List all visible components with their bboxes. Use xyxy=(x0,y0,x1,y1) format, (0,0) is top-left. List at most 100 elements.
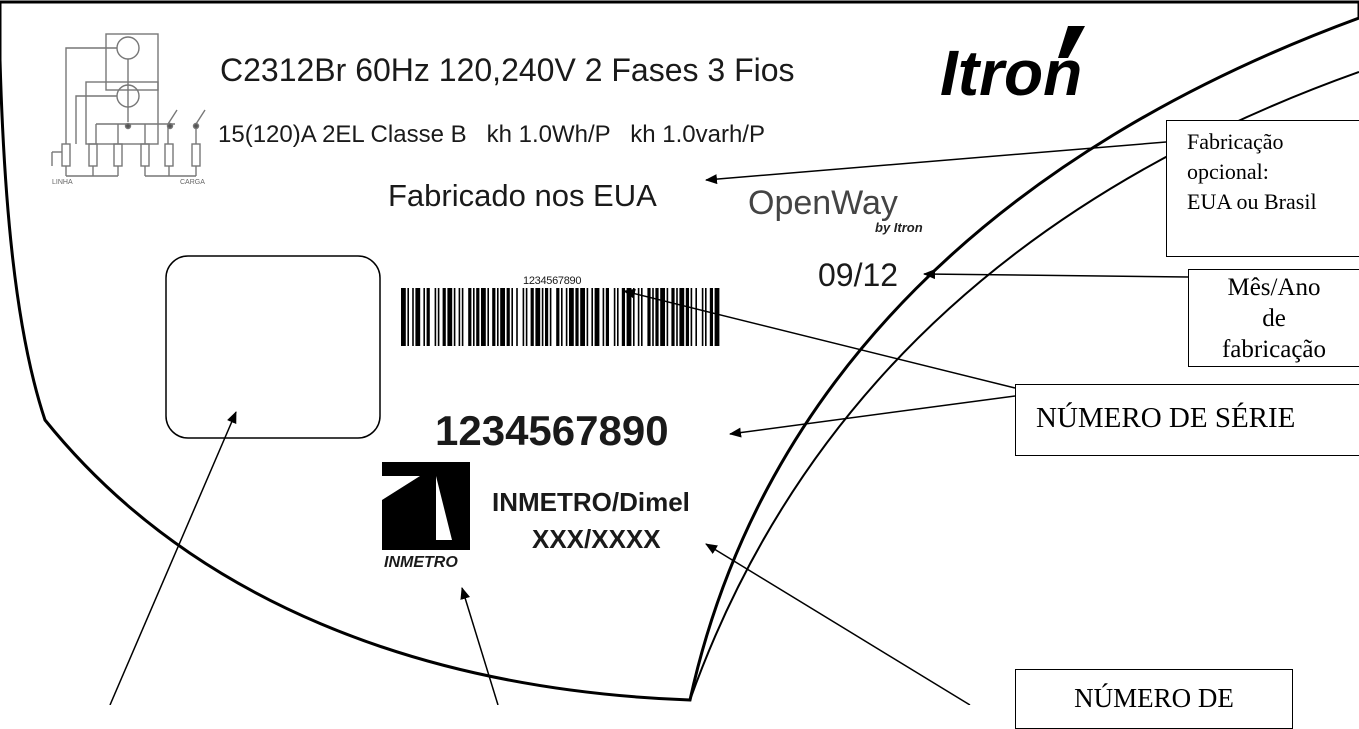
barcode-bar xyxy=(412,288,414,346)
barcode-bar xyxy=(506,288,510,346)
barcode-bar xyxy=(679,288,685,346)
barcode-bar xyxy=(500,288,505,346)
barcode-bar xyxy=(695,288,697,346)
blank-field-box xyxy=(165,255,381,439)
barcode-bar xyxy=(685,288,689,346)
barcode-bar xyxy=(516,288,518,346)
arrow-mes-ano xyxy=(923,269,1189,280)
barcode-bar xyxy=(705,288,707,346)
barcode-bar xyxy=(525,288,528,346)
barcode-bar xyxy=(676,288,678,346)
made-in-text: Fabricado nos EUA xyxy=(388,178,657,213)
label-outline xyxy=(0,0,1359,702)
barcode-bar xyxy=(617,288,619,346)
barcode xyxy=(401,288,720,346)
barcode-bar xyxy=(530,288,534,346)
barcode-bar xyxy=(591,288,593,346)
barcode-bar xyxy=(476,288,480,346)
barcode-bar xyxy=(407,288,409,346)
barcode-bar xyxy=(575,288,579,346)
barcode-bar xyxy=(714,288,720,346)
barcode-bar xyxy=(633,288,635,346)
barcode-bar xyxy=(423,288,425,346)
callout-fabricacao-line1: Fabricação xyxy=(1187,129,1284,154)
barcode-bar xyxy=(671,288,675,346)
barcode-bar xyxy=(701,288,704,346)
barcode-bar xyxy=(468,288,472,346)
barcode-bar xyxy=(605,288,609,346)
barcode-bar xyxy=(461,288,464,346)
barcode-bar xyxy=(613,288,616,346)
callout-numero-serie-text: NÚMERO DE SÉRIE xyxy=(1036,402,1296,434)
openway-by-itron: by Itron xyxy=(875,220,923,235)
barcode-bar xyxy=(549,288,552,346)
callout-fabricacao-line2: opcional: xyxy=(1187,159,1269,184)
barcode-bar xyxy=(401,288,406,346)
spec-line-1: C2312Br 60Hz 120,240V 2 Fases 3 Fios xyxy=(220,52,795,88)
barcode-bar xyxy=(492,288,496,346)
inmetro-logo-icon xyxy=(382,462,470,550)
barcode-bar xyxy=(497,288,499,346)
barcode-bar xyxy=(641,288,643,346)
openway-logo-text: OpenWay xyxy=(748,184,898,222)
barcode-bar xyxy=(511,288,513,346)
barcode-bar xyxy=(458,288,461,346)
barcode-bar xyxy=(594,288,600,346)
date-code: 09/12 xyxy=(818,257,899,293)
arrow-serie-barcode xyxy=(623,288,1016,389)
barcode-bar xyxy=(437,288,440,346)
diagram-left-label: LINHA xyxy=(52,179,73,186)
barcode-bar xyxy=(637,288,640,346)
diagram-right-label: CARGA xyxy=(180,179,205,186)
barcode-bar xyxy=(655,288,659,346)
barcode-bar xyxy=(481,288,486,346)
callout-numero-serie: NÚMERO DE SÉRIE xyxy=(1015,384,1359,456)
barcode-bar xyxy=(473,288,475,346)
arrow-serie-number xyxy=(729,395,1016,438)
barcode-bar xyxy=(561,288,563,346)
barcode-bar xyxy=(535,288,541,346)
itron-logo-text: Itron xyxy=(940,37,1082,109)
barcode-bar xyxy=(666,288,669,346)
barcode-bar xyxy=(602,288,605,346)
barcode-bar xyxy=(487,288,489,346)
serial-number: 1234567890 xyxy=(435,407,669,454)
openway-logo: OpenWay by Itron xyxy=(748,184,923,235)
barcode-bar xyxy=(569,288,574,346)
callout-numero-de: NÚMERO DE xyxy=(1015,669,1293,729)
callout-mes-ano-line1: Mês/Ano xyxy=(1227,274,1321,301)
barcode-bar xyxy=(453,288,456,346)
barcode-bar xyxy=(647,288,651,346)
barcode-bar xyxy=(447,288,453,346)
inmetro-code: XXX/XXXX xyxy=(532,524,661,554)
barcode-bar xyxy=(545,288,549,346)
callout-numero-de-text: NÚMERO DE xyxy=(1074,683,1234,713)
barcode-bar xyxy=(415,288,421,346)
callout-fabricacao-line3: EUA ou Brasil xyxy=(1187,189,1317,214)
barcode-bar xyxy=(556,288,560,346)
wiring-diagram-icon xyxy=(51,33,206,177)
barcode-bar xyxy=(522,288,525,346)
barcode-bar xyxy=(426,288,430,346)
itron-logo: Itron xyxy=(940,26,1085,109)
callout-fabricacao: Fabricação opcional: EUA ou Brasil xyxy=(1166,120,1359,257)
callout-mes-ano-line2: de xyxy=(1262,305,1286,332)
barcode-bar xyxy=(580,288,585,346)
arrow-fabricacao xyxy=(705,141,1167,185)
inmetro-dimel: INMETRO/Dimel xyxy=(492,487,690,517)
callout-mes-ano-line3: fabricação xyxy=(1221,336,1327,363)
barcode-bar xyxy=(690,288,693,346)
barcode-bar xyxy=(586,288,589,346)
barcode-bar xyxy=(626,288,632,346)
arrow-inmetro-logo xyxy=(460,587,499,705)
barcode-bar xyxy=(541,288,544,346)
barcode-bar xyxy=(434,288,437,346)
barcode-text: 1234567890 xyxy=(523,275,582,287)
inmetro-logo-text: INMETRO xyxy=(384,554,458,571)
callout-arrows xyxy=(109,141,1189,705)
spec-line-2: 15(120)A 2EL Classe B kh 1.0Wh/P kh 1.0v… xyxy=(218,121,765,148)
arrow-inmetro-code xyxy=(705,543,971,705)
barcode-bar xyxy=(621,288,625,346)
arrow-blank-box xyxy=(109,411,237,705)
barcode-bar xyxy=(660,288,665,346)
